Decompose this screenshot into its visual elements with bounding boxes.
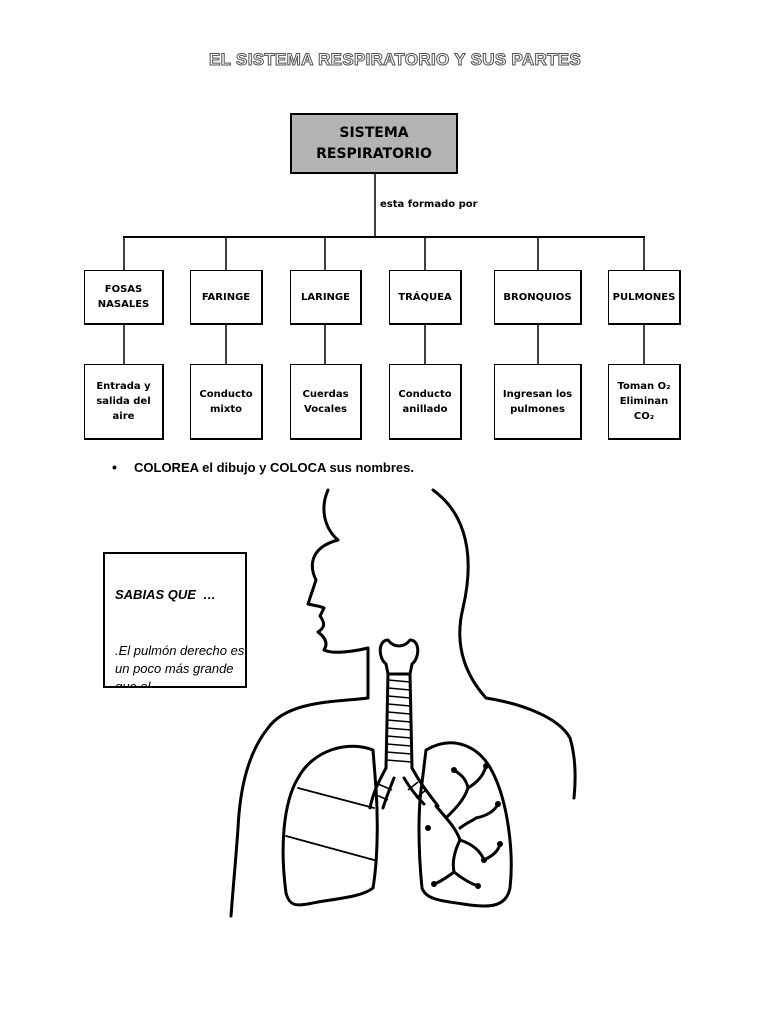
instruction: • COLOREA el dibujo y COLOCA sus nombres. bbox=[112, 459, 414, 475]
description-box-pulmones: Toman O₂ Eliminan CO₂ bbox=[608, 364, 681, 440]
part-box-bronquios: BRONQUIOS bbox=[494, 270, 582, 325]
did-you-know-title: SABIAS QUE bbox=[115, 587, 196, 602]
description-box-bronquios: Ingresan los pulmones bbox=[494, 364, 582, 440]
bullet-icon: • bbox=[112, 459, 117, 475]
page-title: EL SISTEMA RESPIRATORIO Y SUS PARTES bbox=[209, 50, 582, 70]
description-box-traquea: Conducto anillado bbox=[389, 364, 462, 440]
concept-map-root: SISTEMA RESPIRATORIO bbox=[290, 113, 458, 174]
description-box-fosas-nasales: Entrada y salida del aire bbox=[84, 364, 164, 440]
part-box-traquea: TRÁQUEA bbox=[389, 270, 462, 325]
respiratory-system-drawing-icon bbox=[229, 488, 577, 918]
concept-map-lines bbox=[123, 174, 645, 364]
description-box-faringe: Conducto mixto bbox=[190, 364, 263, 440]
part-box-fosas-nasales: FOSAS NASALES bbox=[84, 270, 164, 325]
did-you-know-text: .El pulmón derecho es un poco más grande… bbox=[115, 643, 245, 688]
part-box-faringe: FARINGE bbox=[190, 270, 263, 325]
part-box-pulmones: PULMONES bbox=[608, 270, 681, 325]
did-you-know-box: SABIAS QUE … .El pulmón derecho es un po… bbox=[103, 552, 247, 688]
did-you-know-ellipsis: … bbox=[203, 587, 216, 602]
connector-label: esta formado por bbox=[380, 199, 478, 210]
part-box-laringe: LARINGE bbox=[290, 270, 362, 325]
description-box-laringe: Cuerdas Vocales bbox=[290, 364, 362, 440]
instruction-text: COLOREA el dibujo y COLOCA sus nombres. bbox=[134, 460, 415, 475]
